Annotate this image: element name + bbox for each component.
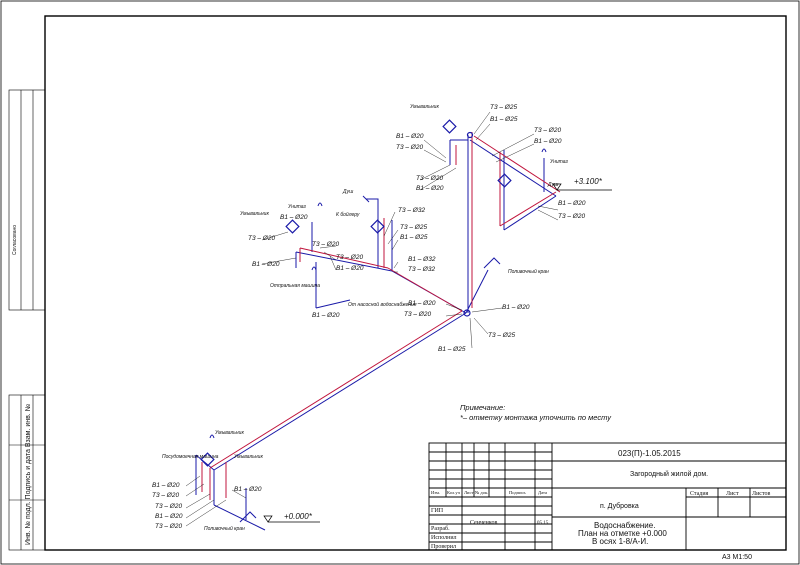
pipe-label: Т3 – Ø20	[312, 241, 339, 248]
fixture-label: Поливочный кран	[508, 268, 549, 275]
fixture-label: Умывальник	[215, 430, 244, 436]
sheet-header: Лист	[726, 491, 739, 497]
pipe-label: В1 – Ø20	[416, 185, 444, 192]
pipe-label: Т3 – Ø20	[416, 175, 443, 182]
elevation-marker-top	[552, 183, 612, 191]
elevation-marker-bottom	[263, 515, 320, 523]
razrab-date: 05.15	[537, 521, 549, 526]
pipe-label: Т3 – Ø20	[404, 311, 431, 318]
pipe-label: Т3 – Ø20	[534, 127, 561, 134]
pipe-label: Т3 – Ø20	[155, 523, 182, 530]
fixture-label: Унитаз	[550, 159, 568, 165]
format-scale: А3 М1:50	[722, 554, 752, 561]
inv-signature-label: Инв. № подл. Подпись и дата Взам. инв. №	[25, 404, 32, 545]
object-name: Загородный жилой дом.	[630, 470, 708, 478]
pipe-label: Т3 – Ø20	[558, 213, 585, 220]
inner-frame	[44, 15, 787, 551]
pipe-label: В1 – Ø25	[400, 234, 428, 241]
fixture-label: Умывальник	[234, 454, 263, 460]
leader-lines	[185, 111, 559, 527]
fixture-label: Поливочный кран	[204, 525, 245, 532]
fixture-labels: Умывальник Унитаз Душ Душ Унитаз Умываль…	[162, 104, 568, 532]
pipe-label: В1 – Ø20	[396, 133, 424, 140]
hot-water-pipes	[201, 132, 561, 500]
agreed-label: Согласовано	[12, 225, 18, 255]
col-podp: Подпись	[509, 490, 526, 495]
shower-heads	[209, 148, 547, 523]
fixture-label: Умывальник	[410, 104, 439, 110]
pipe-label: Т3 – Ø32	[398, 207, 425, 214]
title-block-frame	[428, 442, 787, 551]
col-ndoc: № док.	[475, 490, 488, 495]
pipe-label-group: Т3 – Ø25 В1 – Ø25 Т3 – Ø20 В1 – Ø20 В1 –…	[152, 104, 586, 530]
pipe-label: В1 – Ø20	[252, 261, 280, 268]
fixture-label: Отпральная машина	[270, 283, 320, 289]
pipe-label: Т3 – Ø20	[336, 254, 363, 261]
pipe-label: В1 – Ø25	[490, 116, 518, 123]
pipe-label: Т3 – Ø20	[152, 492, 179, 499]
fixture-label: Посудомоечная машина	[162, 454, 219, 460]
pipe-label: В1 – Ø20	[408, 300, 436, 307]
project-code: 023(П)-1.05.2015	[618, 449, 681, 458]
pipe-label: В1 – Ø20	[558, 200, 586, 207]
fixture-label: От насосной водоснабжения	[348, 301, 417, 308]
fixture-label: К бойлеру	[336, 211, 360, 218]
pipe-label: В1 – Ø20	[336, 265, 364, 272]
elevation-top-label: +3.100*	[574, 177, 603, 186]
pipe-label: В1 – Ø25	[438, 346, 466, 353]
pipe-label: Т3 – Ø25	[490, 104, 517, 111]
pipe-label: Т3 – Ø20	[248, 235, 275, 242]
pipe-label: В1 – Ø20	[502, 304, 530, 311]
pipe-label: В1 – Ø20	[280, 214, 308, 221]
pipe-label: В1 – Ø20	[234, 486, 262, 493]
pipe-label: Т3 – Ø32	[408, 266, 435, 273]
col-izm: Изм.	[431, 490, 440, 495]
pipe-label: В1 – Ø32	[408, 256, 436, 263]
razrab-label: Разраб.	[431, 525, 450, 532]
drawing-title-line2: План на отметке +0.000	[578, 529, 667, 538]
cold-water-pipes	[195, 135, 557, 531]
col-koluch: Кол.уч	[447, 490, 461, 495]
col-list: Лист	[464, 490, 473, 495]
drawing-title-line1: Водоснабжение.	[594, 521, 655, 530]
fixture-label: Душ	[342, 189, 354, 195]
fixture-label: Унитаз	[288, 204, 306, 210]
gip-label: ГИП	[431, 508, 444, 514]
note-heading: Примечание:	[460, 403, 505, 412]
pipe-label: Т3 – Ø20	[396, 144, 423, 151]
elevation-bottom-label: +0.000*	[284, 512, 313, 521]
left-margin-stamp	[8, 89, 46, 551]
note-text: *– отметку монтажа уточнить по месту	[460, 413, 612, 422]
pipe-label: В1 – Ø20	[312, 312, 340, 319]
fixture-label: Душ	[547, 182, 559, 188]
razrab-name: Сенченков	[470, 520, 497, 526]
pipe-label: В1 – Ø20	[155, 513, 183, 520]
pipe-label: Т3 – Ø25	[400, 224, 427, 231]
stage-header: Стадия	[690, 491, 709, 497]
proveril-label: Проверил	[431, 544, 456, 550]
pipe-label: В1 – Ø20	[534, 138, 562, 145]
col-data: Дата	[538, 490, 547, 495]
pipe-label: Т3 – Ø25	[488, 332, 515, 339]
location-name: п. Дубровка	[600, 502, 639, 510]
sheets-header: Листов	[752, 491, 770, 497]
fixture-symbols	[200, 119, 512, 467]
fixture-label: Умывальник	[240, 211, 269, 217]
pipe-label: Т3 – Ø20	[155, 503, 182, 510]
ispolnil-label: Исполнил	[431, 535, 457, 541]
drawing-title-line3: В осях 1-8/А-И.	[592, 537, 648, 546]
pipe-label: В1 – Ø20	[152, 482, 180, 489]
